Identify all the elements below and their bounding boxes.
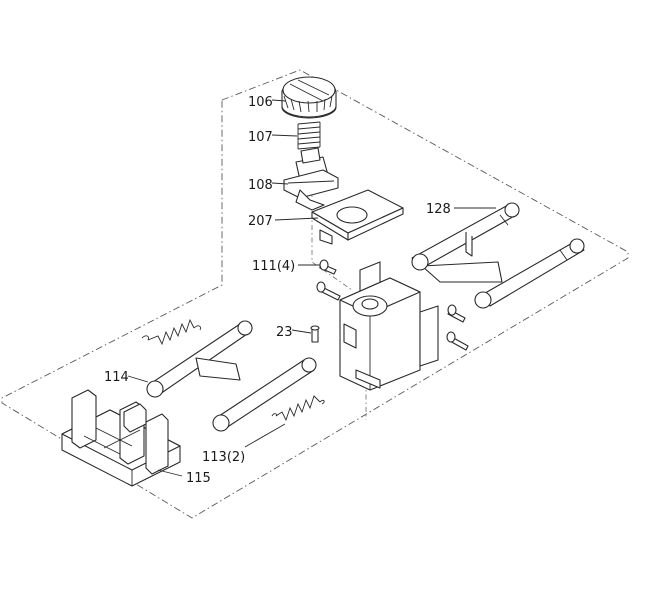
callout-115: 115 [186,471,211,486]
callout-207: 207 [248,214,273,229]
screw-23 [310,325,320,343]
callout-128: 128 [426,202,451,217]
callout-106: 106 [248,95,273,110]
bolt-set-111 [316,259,469,351]
callout-108: 108 [248,178,273,193]
spring-113-upper [141,318,201,346]
callout-23: 23 [276,325,293,340]
assembly-frame [1,69,629,519]
callout-111: 111(4) [252,259,295,274]
leader-lines [127,99,496,477]
main-housing [339,261,439,391]
lever-arm-114 [146,320,317,432]
spring-107 [297,121,321,150]
base-115 [61,389,181,487]
callout-107: 107 [248,130,273,145]
plate-207 [311,189,404,245]
callout-114: 114 [104,370,129,385]
lock-body-108 [283,147,339,211]
spring-113-lower [271,395,325,422]
knob-106 [281,76,337,119]
lever-arm-128 [411,202,585,309]
callout-113: 113(2) [202,450,245,465]
